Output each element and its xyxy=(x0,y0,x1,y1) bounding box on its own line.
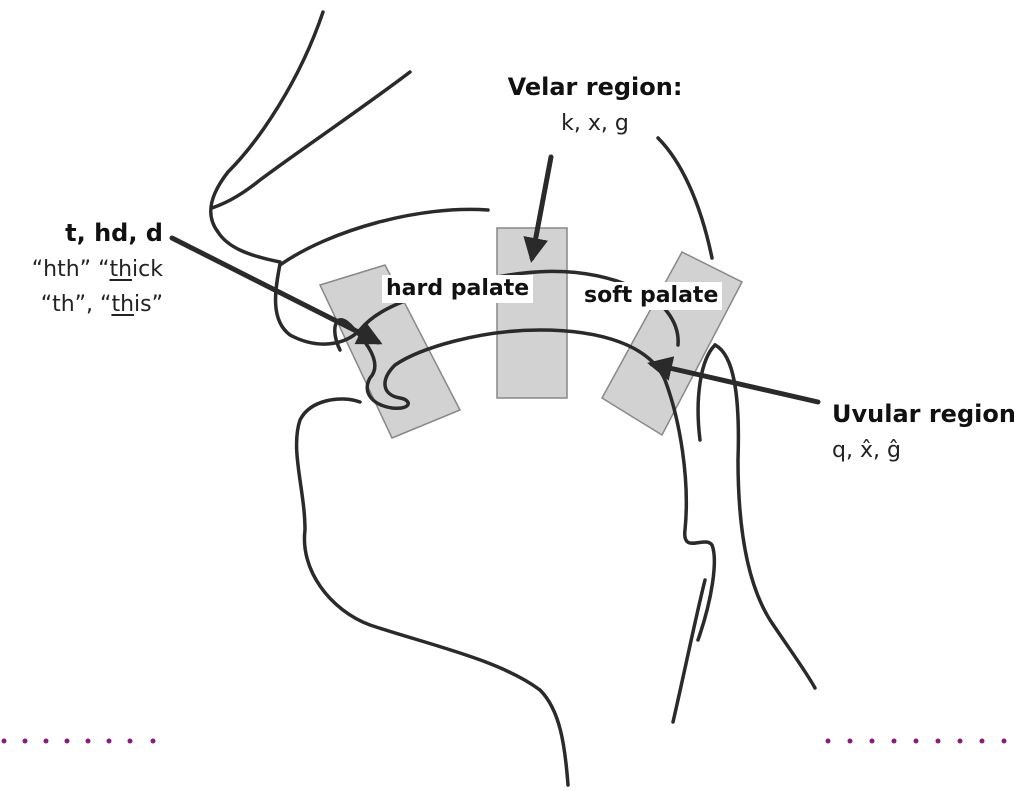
pharynx-wall xyxy=(658,138,712,258)
nasal-cavity-line xyxy=(280,209,488,265)
soft-palate-label: soft palate xyxy=(580,282,722,310)
dotted-rule-left xyxy=(0,734,170,748)
nasal-line xyxy=(212,72,410,208)
nose-outline xyxy=(211,12,323,262)
larynx-line xyxy=(673,580,705,722)
velar-sounds: k, x, g xyxy=(500,113,690,135)
dotted-rule-right xyxy=(820,734,1014,748)
dental-example-2: “th”, “this” xyxy=(0,294,163,316)
dental-title: t, hd, d xyxy=(0,221,163,245)
uvular-region-title: Uvular region: xyxy=(832,402,1014,426)
velar-region-title: Velar region: xyxy=(500,75,690,99)
hard-palate-label: hard palate xyxy=(382,275,533,303)
chin-outline xyxy=(297,399,568,785)
uvular-sounds: q, x̂, ĝ xyxy=(832,440,901,462)
dental-example-1: “hth” “thick xyxy=(0,259,163,281)
